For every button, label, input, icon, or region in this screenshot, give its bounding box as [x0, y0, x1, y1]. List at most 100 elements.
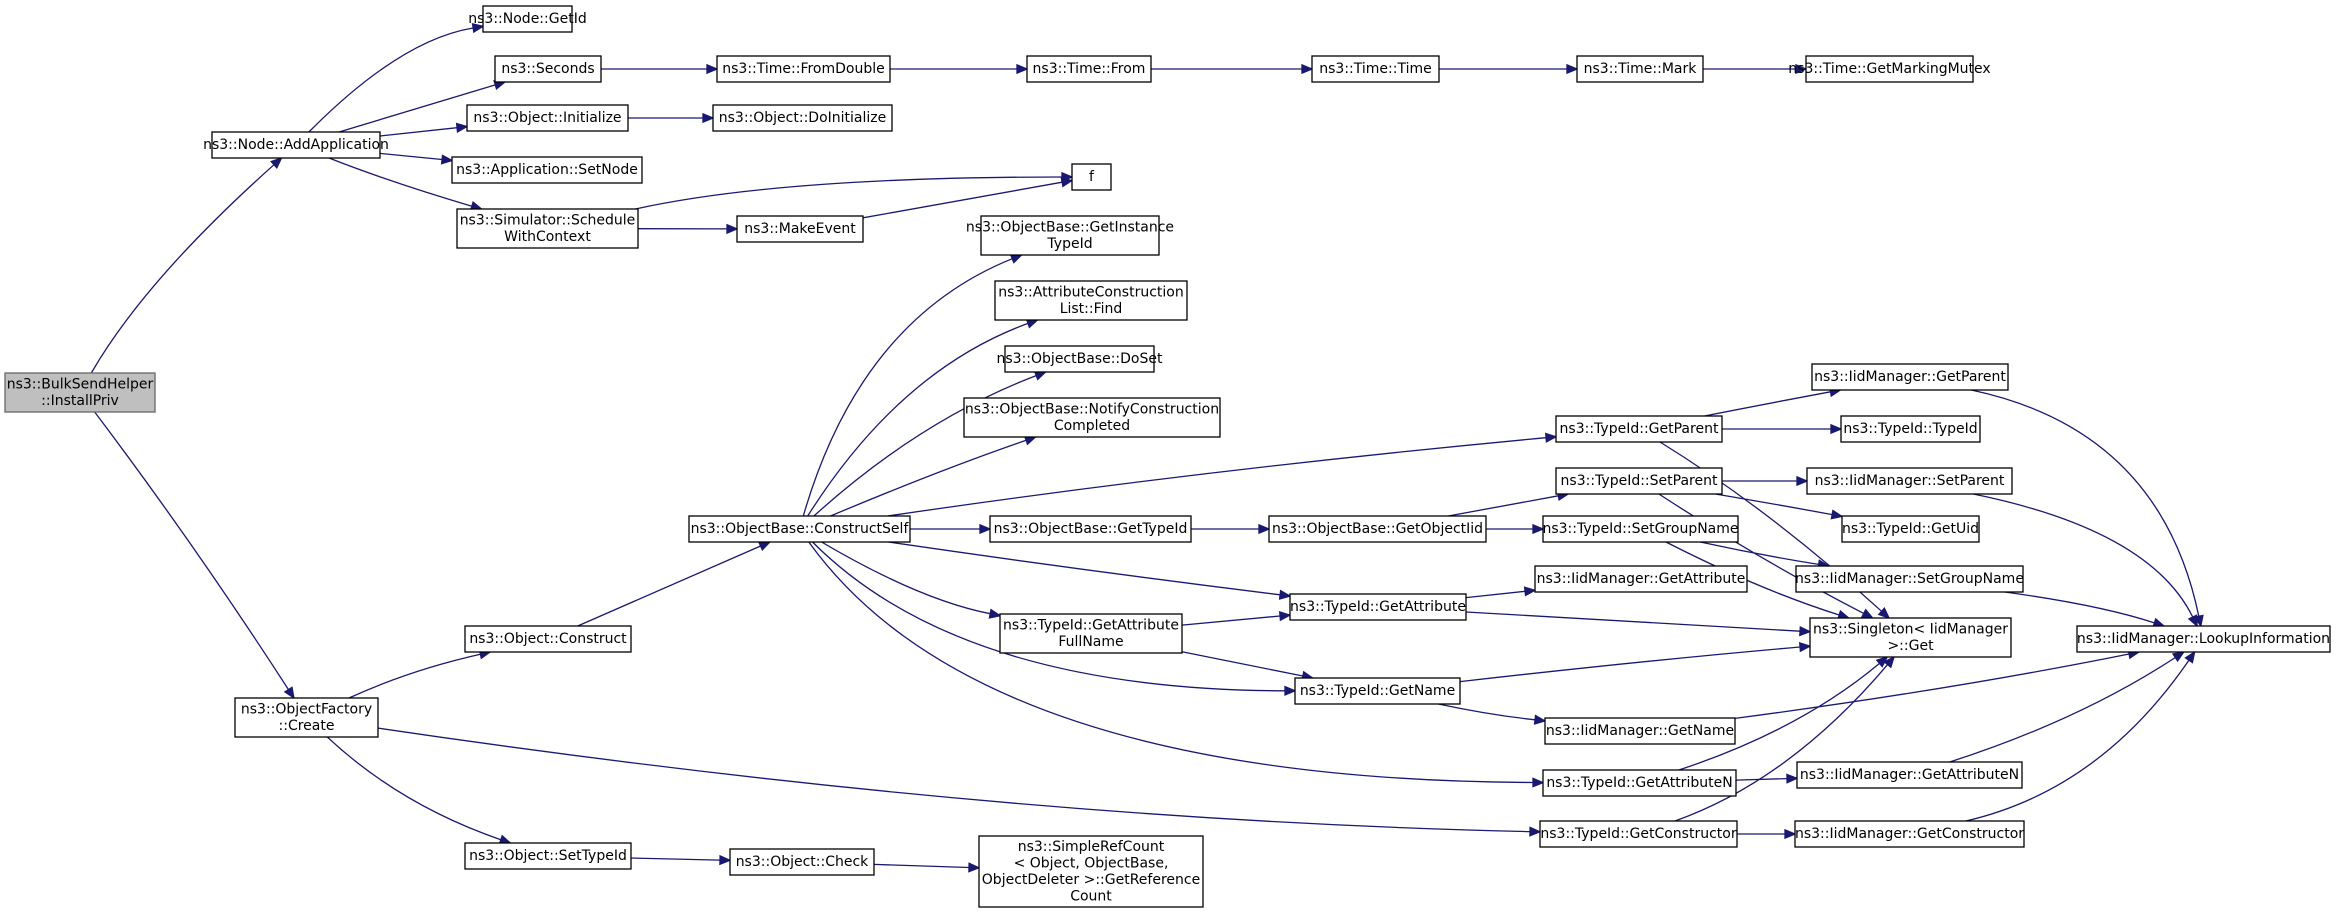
node-ns3-object-construct[interactable]: ns3::Object::Construct — [464, 625, 632, 653]
edge-constructself-to-tgetattributen — [808, 541, 1545, 788]
node-box — [1534, 565, 1748, 593]
node-ns3-simplerefcount-object-objectbase-objectdeleter-getreference-count[interactable]: ns3::SimpleRefCount< Object, ObjectBase,… — [978, 835, 1204, 908]
edge-line — [348, 653, 481, 699]
node-label: ns3::TypeId::GetConstructor — [1540, 826, 1736, 842]
node-ns3-iidmanager-getattribute[interactable]: ns3::IidManager::GetAttribute — [1534, 565, 1748, 593]
node-label: ns3::Object::Check — [736, 854, 869, 870]
node-label: ns3::TypeId::SetParent — [1561, 473, 1718, 489]
node-ns3-objectfactory-create[interactable]: ns3::ObjectFactory::Create — [234, 697, 379, 738]
node-ns3-typeid-setparent[interactable]: ns3::TypeId::SetParent — [1555, 467, 1723, 495]
node-ns3-objectbase-constructself[interactable]: ns3::ObjectBase::ConstructSelf — [688, 515, 911, 543]
edge-line — [802, 258, 1013, 517]
node-ns3-seconds[interactable]: ns3::Seconds — [494, 55, 602, 83]
node-ns3-time-fromdouble[interactable]: ns3::Time::FromDouble — [716, 55, 891, 83]
node-ns3-singleton-iidmanager-get[interactable]: ns3::Singleton< IidManager>::Get — [1809, 617, 2012, 658]
node-ns3-object-initialize[interactable]: ns3::Object::Initialize — [466, 104, 629, 132]
node-ns3-objectbase-notifyconstruction-completed[interactable]: ns3::ObjectBase::NotifyConstructionCompl… — [963, 397, 1221, 438]
node-ns3-makeevent[interactable]: ns3::MakeEvent — [736, 215, 864, 243]
edge-tgetattribute-to-imgetattribute — [1465, 586, 1537, 599]
arrowhead — [702, 112, 715, 124]
node-ns3-iidmanager-getattributen[interactable]: ns3::IidManager::GetAttributeN — [1796, 761, 2023, 789]
arrowhead — [1278, 610, 1292, 622]
node-label: ns3::TypeId::GetAttributeN — [1546, 775, 1732, 791]
edge-line — [635, 176, 1063, 210]
node-ns3-typeid-setgroupname[interactable]: ns3::TypeId::SetGroupName — [1542, 515, 1739, 543]
arrowhead — [1786, 773, 1799, 784]
arrowhead — [719, 854, 732, 866]
node-label: ns3::SimpleRefCount — [1018, 839, 1165, 855]
node-ns3-typeid-getconstructor[interactable]: ns3::TypeId::GetConstructor — [1539, 820, 1738, 848]
node-ns3-typeid-getattributen[interactable]: ns3::TypeId::GetAttributeN — [1542, 769, 1737, 797]
node-label: ns3::Object::Construct — [469, 631, 627, 647]
arrowhead — [2187, 614, 2198, 628]
node-ns3-typeid-getparent[interactable]: ns3::TypeId::GetParent — [1555, 415, 1723, 443]
node-ns3-bulksendhelper-installpriv[interactable]: ns3::BulkSendHelper::InstallPriv — [4, 372, 156, 413]
node-ns3-iidmanager-getparent[interactable]: ns3::IidManager::GetParent — [1811, 363, 2009, 391]
node-ns3-time-getmarkingmutex[interactable]: ns3::Time::GetMarkingMutex — [1788, 55, 1991, 83]
node-ns3-node-getid[interactable]: ns3::Node::GetId — [468, 5, 587, 33]
node-ns3-objectbase-getobjectiid[interactable]: ns3::ObjectBase::GetObjectIid — [1268, 515, 1487, 543]
node-ns3-typeid-getuid[interactable]: ns3::TypeId::GetUid — [1841, 515, 1980, 543]
node-label: ObjectDeleter >::GetReference — [982, 872, 1200, 888]
edge-tsetparent-to-singletonget — [1658, 493, 1875, 619]
arrowhead — [1883, 655, 1896, 669]
node-ns3-typeid-getname[interactable]: ns3::TypeId::GetName — [1294, 677, 1461, 705]
node-ns3-typeid-typeid[interactable]: ns3::TypeId::TypeId — [1840, 415, 1981, 443]
edge-from-to-time — [1151, 63, 1314, 75]
node-ns3-iidmanager-getname[interactable]: ns3::IidManager::GetName — [1544, 717, 1736, 745]
node-ns3-object-doinitialize[interactable]: ns3::Object::DoInitialize — [712, 104, 893, 132]
node-box — [464, 625, 632, 653]
node-f[interactable]: f — [1071, 163, 1112, 191]
node-ns3-object-check[interactable]: ns3::Object::Check — [729, 848, 875, 876]
node-label: f — [1089, 169, 1095, 185]
node-ns3-objectbase-doset[interactable]: ns3::ObjectBase::DoSet — [997, 345, 1163, 373]
node-box — [712, 104, 893, 132]
node-box — [1268, 515, 1487, 543]
node-ns3-iidmanager-lookupinformation[interactable]: ns3::IidManager::LookupInformation — [2076, 625, 2331, 653]
edge-imgetconstructor-to-lookupinfo — [1965, 650, 2196, 822]
arrowhead — [1532, 523, 1545, 535]
edge-line — [1181, 651, 1304, 677]
node-box — [1805, 55, 1974, 83]
node-label: ns3::IidManager::GetName — [1546, 723, 1734, 739]
arrowhead — [1009, 254, 1024, 264]
node-label: ns3::IidManager::GetConstructor — [1795, 826, 2024, 842]
edge-line — [1678, 662, 1880, 771]
node-label: ns3::TypeId::GetAttribute — [1003, 617, 1179, 633]
edge-line — [862, 181, 1063, 219]
edge-installpriv-to-addapp — [90, 156, 283, 374]
node-ns3-time-time[interactable]: ns3::Time::Time — [1311, 55, 1440, 83]
arrowhead — [1784, 828, 1797, 840]
node-box — [999, 613, 1183, 654]
edge-imgetattributen-to-lookupinfo — [1949, 651, 2186, 763]
edge-tgetconstructor-to-singletonget — [1674, 655, 1896, 822]
node-box — [978, 835, 1204, 908]
node-box — [994, 280, 1188, 321]
edge-line — [377, 727, 1531, 833]
node-label: ns3::Seconds — [501, 61, 594, 77]
node-ns3-iidmanager-setparent[interactable]: ns3::IidManager::SetParent — [1806, 467, 2013, 495]
edge-settypeid-to-check — [630, 854, 732, 866]
node-ns3-node-addapplication[interactable]: ns3::Node::AddApplication — [203, 131, 389, 159]
node-label: < Object, ObjectBase, — [1014, 855, 1169, 871]
edge-constructself-to-tgetparent — [887, 432, 1558, 517]
edge-line — [1949, 656, 2176, 763]
node-label: ns3::TypeId::SetGroupName — [1542, 521, 1738, 537]
node-box — [1576, 55, 1704, 83]
node-box — [1809, 617, 2012, 658]
node-ns3-time-mark[interactable]: ns3::Time::Mark — [1576, 55, 1704, 83]
node-label: ns3::IidManager::SetParent — [1815, 473, 2005, 489]
arrowhead — [1284, 685, 1297, 696]
node-ns3-iidmanager-setgroupname[interactable]: ns3::IidManager::SetGroupName — [1795, 565, 2024, 593]
node-ns3-objectbase-gettypeid[interactable]: ns3::ObjectBase::GetTypeId — [989, 515, 1192, 543]
node-ns3-object-settypeid[interactable]: ns3::Object::SetTypeId — [464, 842, 632, 870]
node-ns3-time-from[interactable]: ns3::Time::From — [1026, 55, 1152, 83]
node-ns3-application-setnode[interactable]: ns3::Application::SetNode — [451, 156, 643, 184]
node-ns3-iidmanager-getconstructor[interactable]: ns3::IidManager::GetConstructor — [1794, 820, 2025, 848]
edge-line — [328, 157, 473, 207]
node-ns3-typeid-getattribute[interactable]: ns3::TypeId::GetAttribute — [1289, 593, 1467, 621]
